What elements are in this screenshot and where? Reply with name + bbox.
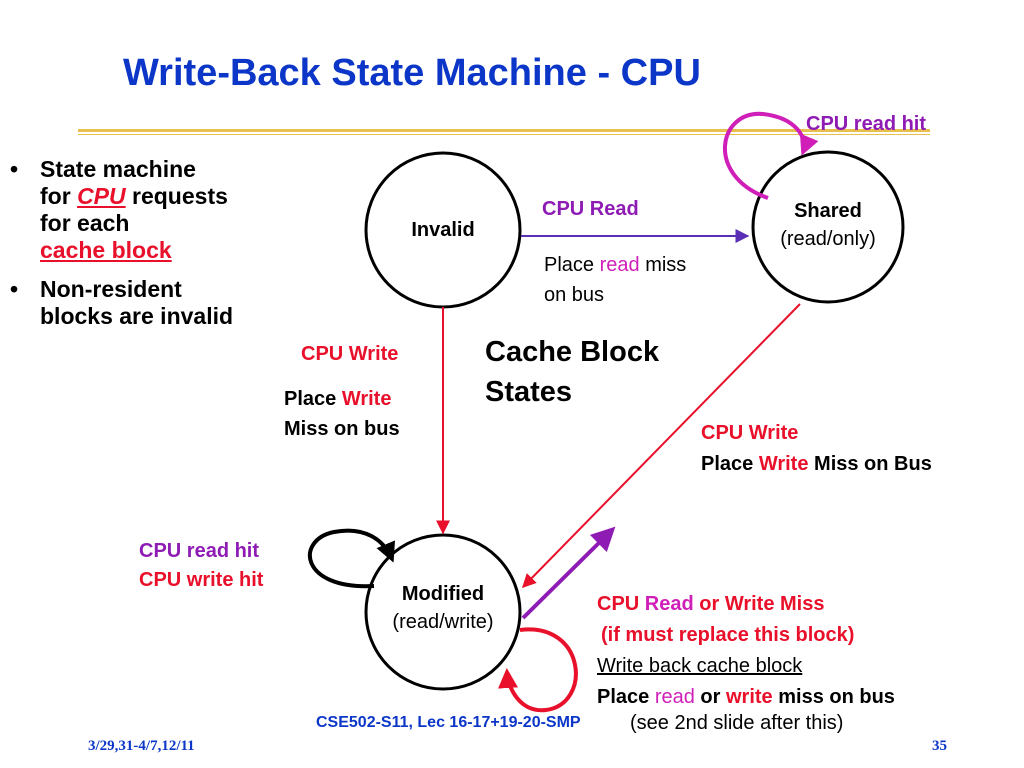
action-read-emphasis: read [599, 254, 640, 276]
bullet-text: for [40, 183, 71, 209]
miss-text: or [700, 686, 721, 708]
heading-line: States [485, 376, 573, 408]
invalid-to-modified-event: CPU Write [301, 343, 399, 365]
modified-write-hit-label: CPU write hit [139, 569, 264, 591]
write-back-action: Write back cache block [597, 655, 803, 677]
invalid-to-modified-action: Place Write Miss on bus [284, 384, 400, 444]
shared-state-node [751, 150, 905, 304]
course-footer: CSE502-S11, Lec 16-17+19-20-SMP [316, 714, 581, 731]
title-rule-thin [78, 134, 930, 135]
miss-read-emphasis: Read [644, 593, 694, 615]
bullet-item: • State machine for CPU requests for eac… [8, 156, 298, 264]
shared-self-loop [723, 111, 819, 200]
bullet-item: • Non-resident blocks are invalid [8, 276, 298, 330]
miss-write-emphasis: write [725, 686, 773, 708]
modified-outgoing-arrow [521, 526, 616, 620]
shared-state-name: Shared [794, 200, 862, 222]
miss-text: CPU [597, 593, 640, 615]
invalid-to-shared-event: CPU Read [542, 198, 639, 220]
miss-replace-note: (if must replace this block) [601, 624, 855, 646]
modified-miss-label: CPU Read or Write Miss (if must replace … [597, 589, 895, 713]
bullet-text: blocks are invalid [40, 303, 234, 329]
action-text: Place [544, 254, 595, 276]
modified-hit-self-loop [307, 528, 395, 589]
bullet-list: • State machine for CPU requests for eac… [8, 156, 298, 342]
shared-state-label: Shared (read/only) [753, 197, 903, 253]
action-text: Place [701, 453, 754, 475]
date-footer: 3/29,31-4/7,12/11 [88, 738, 195, 754]
bullet-text: Non-resident [40, 276, 182, 302]
action-text: Miss on Bus [814, 453, 932, 475]
action-text: Place [284, 388, 337, 410]
bullet-cpu-emphasis: CPU [77, 183, 126, 209]
invalid-to-shared-action: Place read miss on bus [544, 250, 686, 310]
slide-title: Write-Back State Machine - CPU [123, 52, 701, 94]
modified-state-label: Modified (read/write) [366, 580, 520, 636]
action-text: miss [645, 254, 687, 276]
invalid-state-label: Invalid [366, 216, 520, 244]
action-write-emphasis: Write [758, 453, 809, 475]
title-rule [78, 129, 930, 132]
shared-state-sub: (read/only) [780, 228, 876, 250]
bullet-text: requests [132, 183, 228, 209]
see-note: (see 2nd slide after this) [630, 712, 844, 734]
modified-state-node [364, 533, 522, 691]
invalid-state-name: Invalid [411, 219, 475, 241]
heading-line: Cache Block [485, 336, 660, 368]
modified-read-hit-label: CPU read hit [139, 540, 260, 562]
shared-to-modified-event: CPU Write [701, 422, 799, 444]
miss-text: or Write Miss [699, 593, 825, 615]
action-write-emphasis: Write [341, 388, 392, 410]
modified-hit-labels: CPU read hit CPU write hit [139, 537, 263, 595]
modified-miss-self-loop [498, 627, 578, 713]
miss-text: miss on bus [778, 686, 895, 708]
shared-read-hit-label: CPU read hit [806, 113, 927, 135]
modified-state-name: Modified [401, 583, 485, 605]
bullet-cache-block-emphasis: cache block [40, 237, 172, 263]
shared-to-modified-label: CPU Write Place Write Miss on Bus [701, 418, 932, 480]
modified-state-sub: (read/write) [392, 611, 494, 633]
shared-to-modified-arrow [522, 303, 801, 589]
bullet-text: State machine [40, 156, 196, 182]
page-number: 35 [932, 738, 947, 754]
action-text: on bus [544, 284, 605, 306]
action-text: Miss on bus [284, 418, 400, 440]
miss-text: Place [597, 686, 650, 708]
bullet-dot: • [10, 276, 19, 302]
bullet-dot: • [10, 156, 19, 182]
cache-block-states-heading: Cache Block States [485, 332, 659, 412]
miss-read-emphasis: read [654, 686, 695, 708]
bullet-text: for each [40, 210, 130, 236]
